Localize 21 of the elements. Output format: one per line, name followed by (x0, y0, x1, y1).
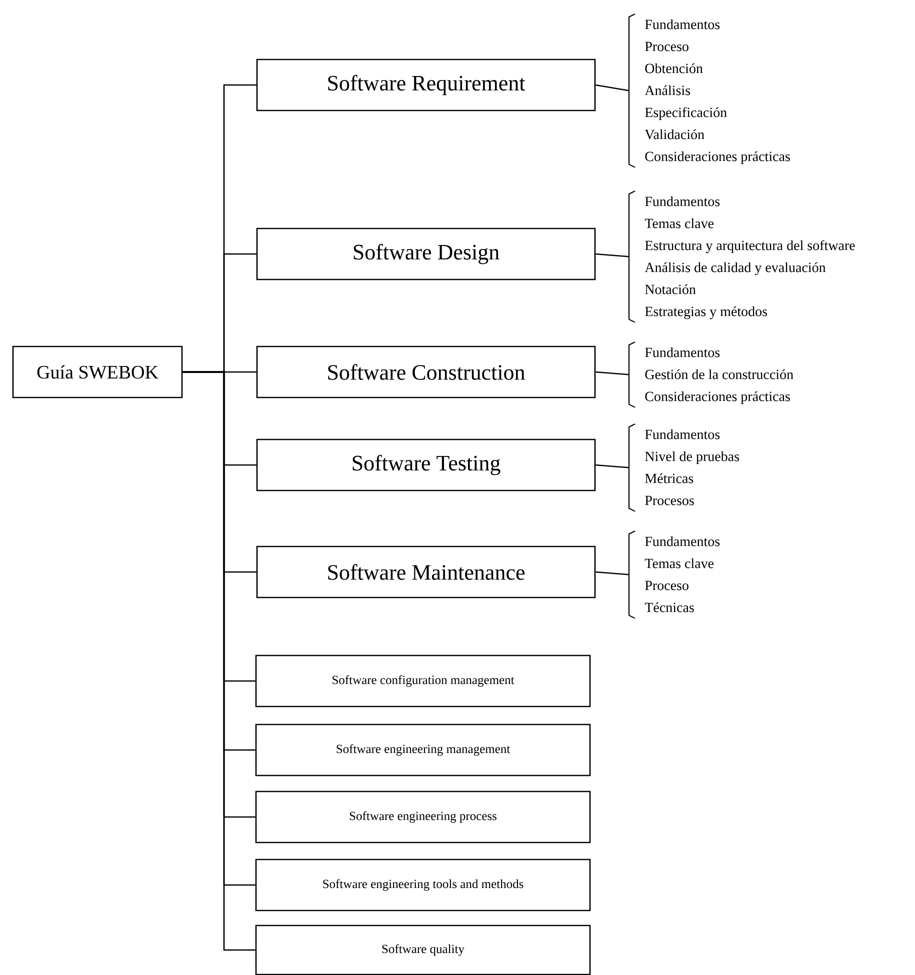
connector-line (596, 84, 630, 92)
bracketed-list: Fundamentos Gestión de la construcción Consideraciones prácticas (628, 342, 794, 408)
topic-box: Software Testing (256, 438, 596, 492)
topic-box: Software engineering tools and methods (255, 858, 591, 912)
topic-box: Software Design (256, 228, 596, 280)
topic-box: Software quality (255, 924, 591, 975)
topic-box: Software engineering process (255, 790, 591, 844)
topic-box: Software Construction (256, 346, 596, 398)
connector-line (596, 571, 630, 576)
topic-box: Software configuration management (255, 654, 591, 708)
bracketed-list: Fundamentos Temas clave Estructura y arquitectura del software Análisis de calidad y evaluación Notación Estrategias y métodos (628, 190, 855, 323)
connector-line (596, 253, 630, 258)
bracketed-list: Fundamentos Nivel de pruebas Métricas Procesos (628, 424, 739, 512)
root-box: Guía SWEBOK (12, 346, 183, 398)
topic-box: Software engineering management (255, 724, 591, 776)
connector-line (596, 464, 630, 468)
bracketed-list: Fundamentos Proceso Obtención Análisis Especificación Validación Consideraciones prácticas (628, 14, 790, 168)
topic-box: Software Requirement (256, 58, 596, 112)
topic-box: Software Maintenance (256, 546, 596, 598)
connector-line (596, 371, 630, 376)
bracketed-list: Fundamentos Temas clave Proceso Técnicas (628, 530, 720, 619)
